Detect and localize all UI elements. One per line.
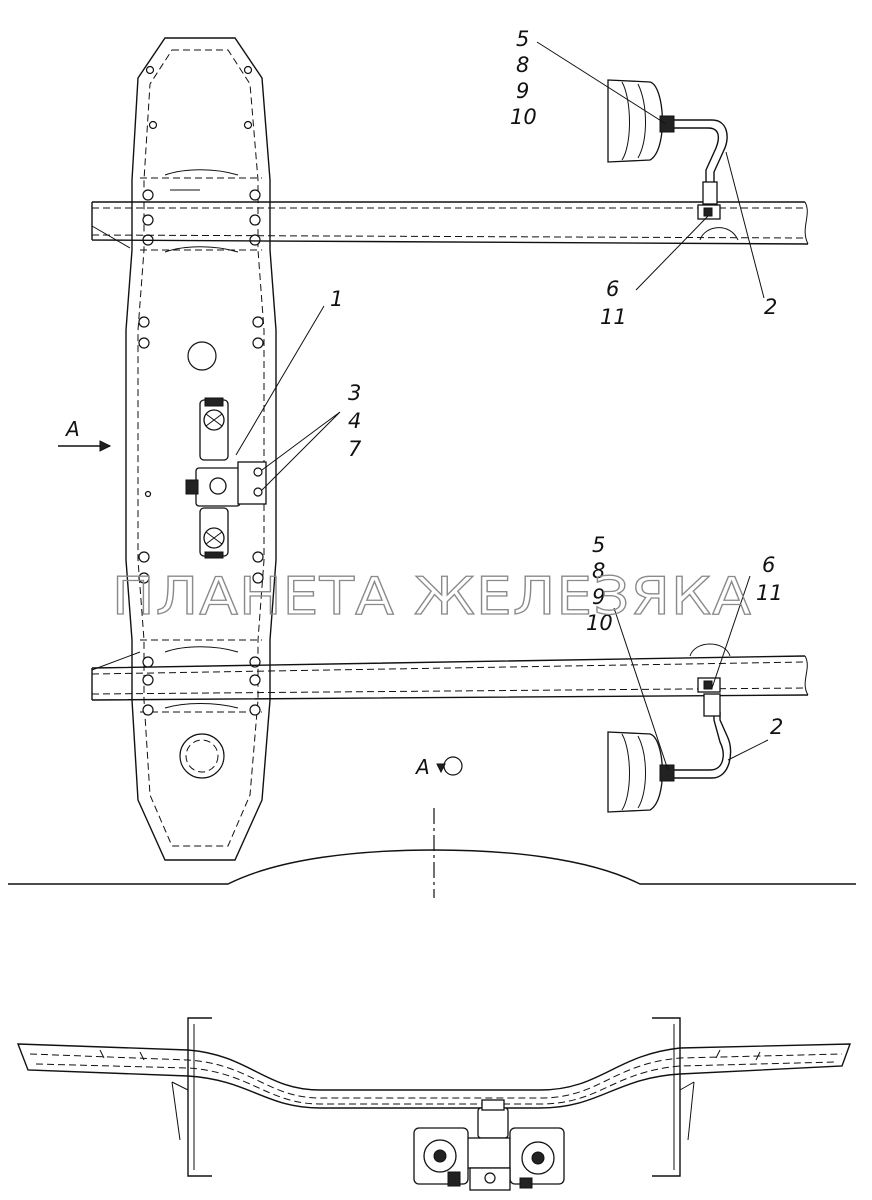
section-mark-a: А (414, 755, 463, 779)
callout-10b: 10 (586, 611, 613, 635)
callout-top-hose: 2 (764, 295, 777, 319)
callout-top-fitting: 6 11 (600, 277, 627, 329)
callout-11b: 11 (756, 581, 783, 605)
brake-chamber-bottom (607, 677, 732, 813)
callout-4: 4 (348, 409, 361, 433)
crossmember-plan (125, 37, 277, 861)
frame-rail-top (91, 201, 809, 249)
callout-8b: 8 (592, 559, 605, 583)
callout-bottom-fitting: 6 11 (756, 553, 783, 605)
view-arrow-a: А (58, 417, 112, 452)
section-view-label: А (414, 755, 430, 779)
callout-9: 9 (516, 79, 529, 103)
callout-5b: 5 (592, 533, 605, 557)
callout-top-chamber: 5 8 9 10 (510, 27, 537, 129)
leader-lines (235, 41, 769, 771)
brake-chamber-top (607, 79, 728, 220)
watermark-text: ПЛАНЕТА ЖЕЛЕЗЯКА (112, 567, 752, 627)
callout-6: 6 (606, 277, 619, 301)
mounting-holes (138, 65, 264, 779)
callout-11: 11 (600, 305, 627, 329)
brake-valve-assembly (185, 397, 267, 559)
callout-6b: 6 (762, 553, 775, 577)
view-arrow-label: А (64, 417, 80, 441)
callout-bracket: 3 4 7 (348, 381, 362, 461)
callout-bottom-hose: 2 (770, 715, 783, 739)
callout-8: 8 (516, 53, 529, 77)
callout-3: 3 (348, 381, 361, 405)
crossmember-side-view (16, 1017, 852, 1191)
callout-bottom-chamber: 5 8 9 10 (586, 533, 613, 635)
callout-7: 7 (348, 437, 362, 461)
callout-10: 10 (510, 105, 537, 129)
callout-valve: 1 (330, 287, 343, 311)
callout-5: 5 (516, 27, 529, 51)
callout-9b: 9 (592, 585, 605, 609)
frame-rail-bottom (91, 643, 809, 701)
ground-profile (8, 849, 856, 885)
